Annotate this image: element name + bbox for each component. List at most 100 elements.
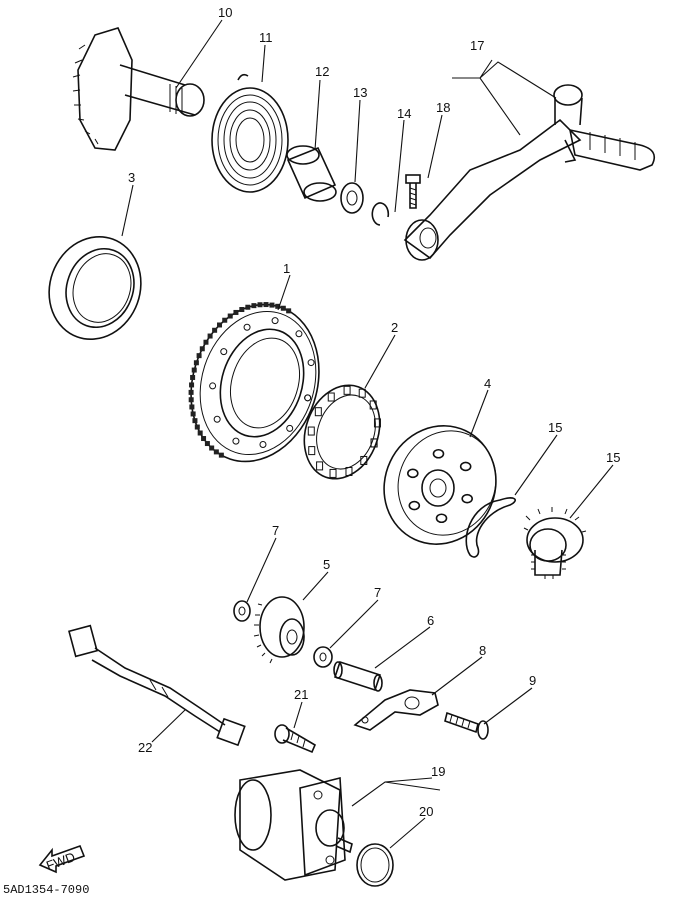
- callout-4: 4: [484, 376, 491, 391]
- housing-hole: [461, 493, 473, 504]
- callout-3: 3: [128, 170, 135, 185]
- gear-tooth: [239, 307, 245, 313]
- callout-20: 20: [419, 804, 433, 819]
- gear-tooth: [263, 302, 269, 308]
- ring-gear-hole: [209, 382, 217, 390]
- one-way-clutch-part-2: [303, 384, 381, 480]
- callout-14: 14: [397, 106, 411, 121]
- clutch-roller: [373, 418, 381, 428]
- housing-hole: [459, 461, 472, 472]
- gear-tooth: [189, 382, 195, 388]
- fwd-arrow-icon: [38, 844, 86, 874]
- clutch-roller: [314, 407, 322, 417]
- ring-gear-hole: [220, 348, 228, 356]
- bracket-part-8: [353, 689, 439, 731]
- callout-18: 18: [436, 100, 450, 115]
- gear-tooth: [257, 302, 263, 308]
- torsion-spring-part-11: [211, 73, 289, 193]
- callout-5: 5: [323, 557, 330, 572]
- gear-tooth: [209, 445, 215, 451]
- clutch-roller: [308, 446, 316, 456]
- callout-22: 22: [138, 740, 152, 755]
- ring-gear-teeth: [188, 302, 315, 458]
- callout-11: 11: [259, 30, 273, 45]
- clutch-housing-part-4: [383, 425, 497, 545]
- gear-tooth: [218, 452, 224, 458]
- callout-21: 21: [294, 687, 308, 702]
- gear-tooth: [213, 449, 219, 455]
- gear-tooth: [201, 436, 207, 442]
- clutch-roller: [358, 388, 366, 398]
- gear-tooth: [196, 353, 202, 359]
- callout-17: 17: [470, 38, 484, 53]
- o-ring-part-20: [356, 843, 394, 887]
- clutch-roller: [369, 400, 377, 410]
- clutch-roller: [316, 461, 324, 471]
- callout-15-lower: 15: [606, 450, 620, 465]
- ring-gear-hole: [259, 441, 267, 449]
- gear-tooth: [212, 327, 218, 333]
- gear-tooth: [188, 397, 194, 403]
- idler-gear-part-5: [253, 596, 305, 664]
- callout-labels: 10 11 12 13 14 18 17 3 1 2 4 15 15 7 5 7…: [128, 5, 620, 819]
- leader-lines: [121, 19, 614, 849]
- callout-15-upper: 15: [548, 420, 562, 435]
- clutch-roller: [360, 455, 368, 465]
- callout-9: 9: [529, 673, 536, 688]
- clutch-roller: [343, 385, 351, 395]
- gear-tooth: [227, 313, 233, 319]
- callout-8: 8: [479, 643, 486, 658]
- gear-tooth: [197, 430, 203, 436]
- gear-tooth: [193, 360, 199, 366]
- gear-tooth: [192, 418, 198, 424]
- washer-part-7-lower: [313, 646, 333, 668]
- gear-tooth: [188, 389, 194, 395]
- gear-tooth: [280, 305, 286, 311]
- clutch-roller: [329, 468, 337, 478]
- gear-tooth: [189, 404, 195, 410]
- gear-tooth: [286, 308, 292, 314]
- starter-ring-gear-part-1: [188, 302, 320, 463]
- gear-tooth: [275, 303, 281, 309]
- gear-tooth: [245, 304, 251, 310]
- kick-axle-part-10: [72, 27, 205, 151]
- washer-part-13: [340, 182, 364, 214]
- gear-tooth: [190, 411, 196, 417]
- bolt-part-21: [274, 724, 317, 754]
- gear-tooth: [217, 322, 223, 328]
- ring-gear-hole: [286, 424, 294, 432]
- clutch-rollers: [307, 385, 381, 478]
- ring-gear-hole: [213, 415, 221, 423]
- kick-crank-part-17: [403, 84, 656, 261]
- housing-hole: [435, 513, 448, 524]
- housing-hole: [432, 448, 445, 459]
- callout-10: 10: [218, 5, 232, 20]
- gear-tooth: [194, 424, 200, 430]
- clutch-roller: [370, 438, 378, 448]
- gear-tooth: [191, 367, 197, 373]
- gear-tooth: [251, 303, 257, 309]
- gear-tooth: [233, 309, 239, 315]
- lead-wire-part-22: [68, 624, 246, 747]
- callout-7-lower: 7: [374, 585, 381, 600]
- callout-6: 6: [427, 613, 434, 628]
- starter-motor-part-19: [234, 769, 353, 881]
- washer-part-7-upper: [233, 600, 251, 622]
- callout-7-upper: 7: [272, 523, 279, 538]
- gear-tooth: [207, 333, 213, 339]
- callout-1: 1: [283, 261, 290, 276]
- gear-tooth: [269, 302, 275, 308]
- gear-part-15: [523, 507, 587, 579]
- gear-tooth: [204, 441, 210, 447]
- callout-2: 2: [391, 320, 398, 335]
- callout-19: 19: [431, 764, 445, 779]
- housing-hole: [407, 468, 419, 479]
- circlip-part-16: [465, 497, 516, 558]
- housing-holes: [407, 448, 473, 524]
- diagram-code: 5AD1354-7090: [3, 883, 89, 897]
- shaft-part-6: [333, 660, 383, 692]
- ring-gear-hole: [243, 323, 251, 331]
- clutch-roller: [327, 392, 335, 402]
- clutch-roller: [345, 466, 353, 476]
